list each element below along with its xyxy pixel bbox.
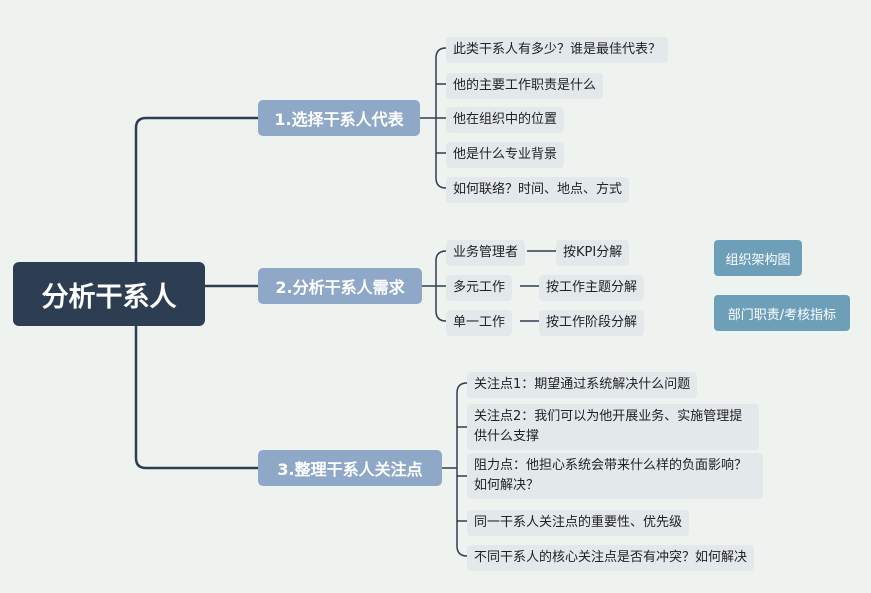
leaf-resistance-point[interactable]: 阻力点：他担心系统会带来什么样的负面影响？如何解决？: [467, 453, 763, 499]
leaf-multi-work[interactable]: 多元工作: [446, 275, 513, 301]
leaf-org-position[interactable]: 他在组织中的位置: [446, 107, 565, 133]
leaf-contact-method[interactable]: 如何联络？时间、地点、方式: [446, 177, 630, 203]
leaf-theme-breakdown[interactable]: 按工作主题分解: [539, 275, 645, 301]
leaf-concern-conflict[interactable]: 不同干系人的核心关注点是否有冲突？如何解决: [467, 545, 755, 571]
side-note-org-chart[interactable]: 组织架构图: [714, 240, 802, 276]
branch-select-stakeholder[interactable]: 1.选择干系人代表: [258, 100, 420, 136]
leaf-concern-priority[interactable]: 同一干系人关注点的重要性、优先级: [467, 510, 690, 536]
branch-organize-concerns[interactable]: 3.整理干系人关注点: [258, 450, 442, 486]
leaf-kpi-breakdown[interactable]: 按KPI分解: [556, 240, 630, 266]
side-note-dept-duties[interactable]: 部门职责/考核指标: [714, 295, 850, 331]
leaf-job-duties[interactable]: 他的主要工作职责是什么: [446, 73, 604, 99]
leaf-professional-background[interactable]: 他是什么专业背景: [446, 142, 565, 168]
leaf-concern-2[interactable]: 关注点2：我们可以为他开展业务、实施管理提供什么支撑: [467, 404, 759, 450]
branch-analyze-needs[interactable]: 2.分析干系人需求: [258, 268, 422, 304]
leaf-concern-1[interactable]: 关注点1：期望通过系统解决什么问题: [467, 372, 698, 398]
leaf-stage-breakdown[interactable]: 按工作阶段分解: [539, 310, 645, 336]
root-topic[interactable]: 分析干系人: [13, 262, 205, 326]
leaf-stakeholder-count[interactable]: 此类干系人有多少？谁是最佳代表？: [446, 37, 669, 63]
leaf-single-work[interactable]: 单一工作: [446, 310, 513, 336]
leaf-business-manager[interactable]: 业务管理者: [446, 240, 526, 266]
